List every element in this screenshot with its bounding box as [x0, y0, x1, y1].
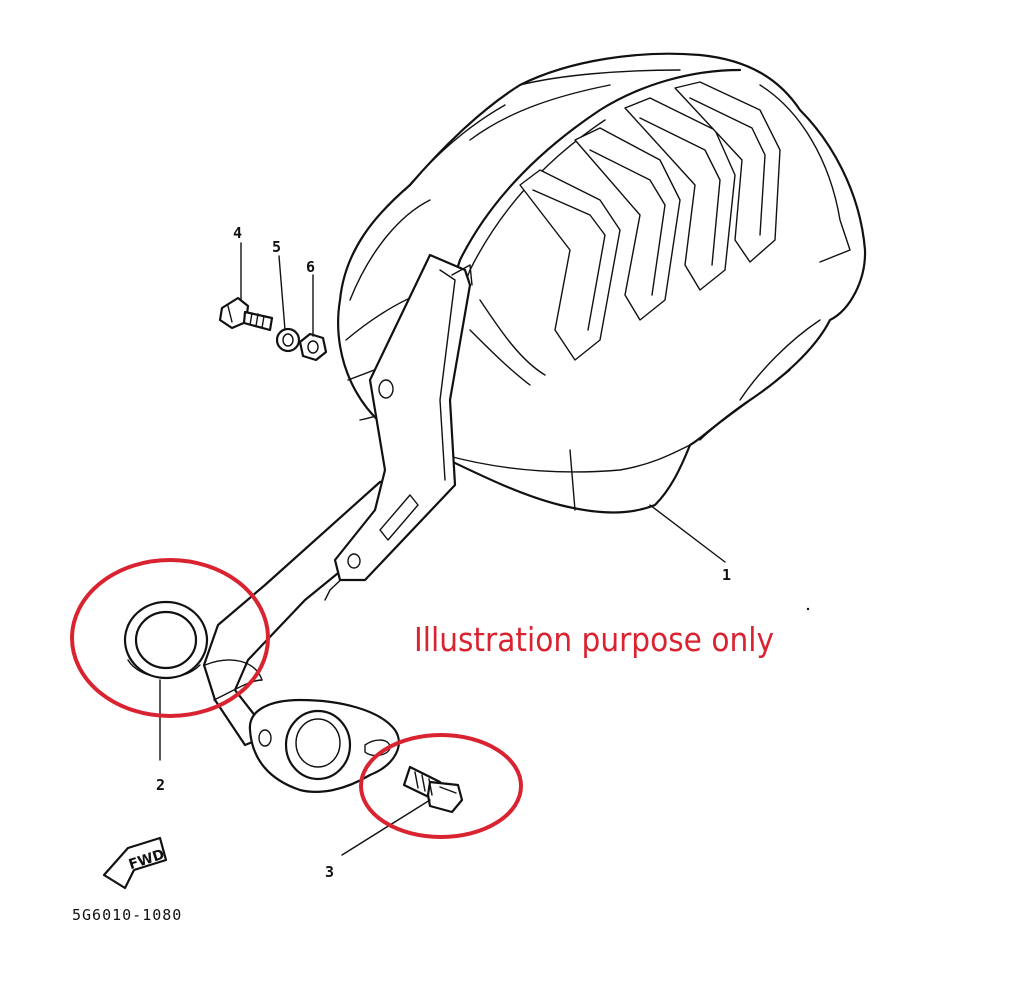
- callout-3: 3: [325, 863, 334, 881]
- callout-6: 6: [306, 258, 315, 276]
- callout-2: 2: [156, 776, 165, 794]
- callout-1: 1: [722, 566, 731, 584]
- bolt-part-4: [218, 296, 274, 332]
- mounting-bracket: [333, 253, 473, 582]
- part-code: 5G6010-1080: [72, 906, 182, 924]
- gasket-part: [123, 600, 209, 680]
- forward-arrow-icon: FWD: [102, 836, 168, 890]
- highlight-circle-bolt: [359, 733, 523, 839]
- nut-part-6: [298, 332, 328, 362]
- muffler-assembly: [337, 52, 867, 514]
- highlight-circle-gasket: [70, 558, 270, 718]
- illustration-note: Illustration purpose only: [414, 620, 774, 659]
- leader-lines: [159, 242, 810, 856]
- washer-part-5: [275, 327, 301, 353]
- callout-4: 4: [233, 224, 242, 242]
- callout-5: 5: [272, 238, 281, 256]
- exhaust-flange: [248, 698, 400, 793]
- callout-labels: 1 2 3 4 5 6: [156, 224, 731, 881]
- highlight-circles: [70, 558, 523, 839]
- bolt-part-3: [402, 765, 464, 814]
